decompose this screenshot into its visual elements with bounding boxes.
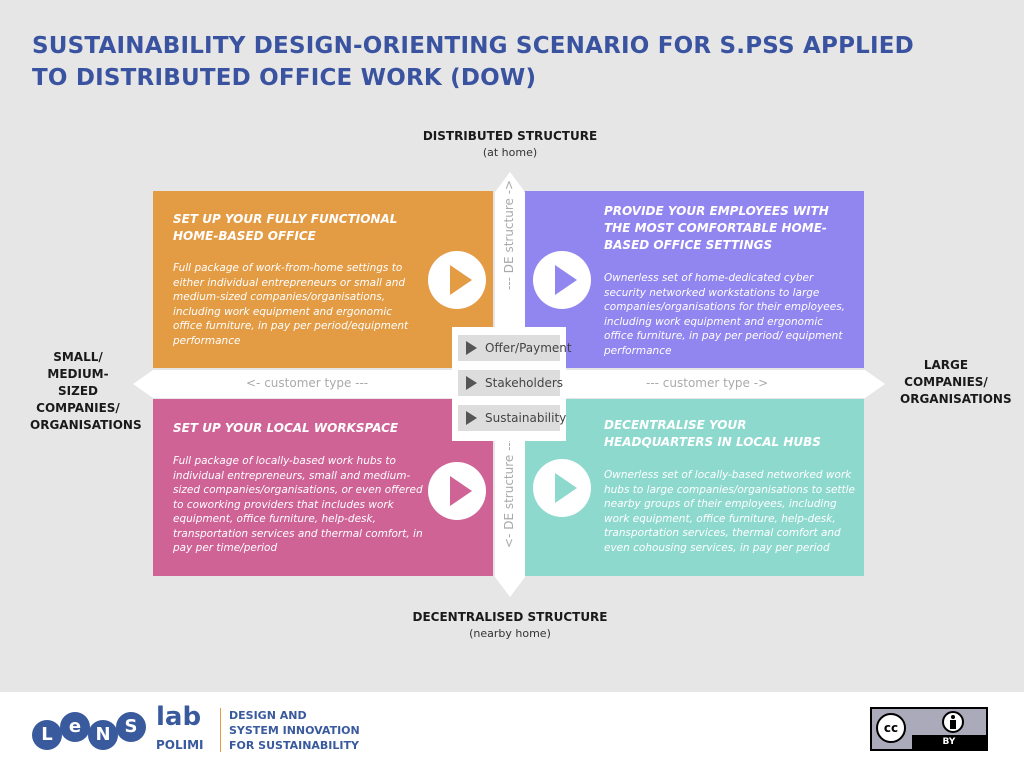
legend-label: Stakeholders	[485, 376, 564, 390]
tagline-line: SYSTEM INNOVATION	[229, 724, 360, 737]
legend-label: Offer/Payment	[485, 341, 572, 355]
axis-top-label: DISTRIBUTED STRUCTURE (at home)	[410, 128, 610, 161]
legend-item-sustainability: Sustainability	[458, 405, 566, 431]
logo-letter: S	[116, 712, 146, 742]
customer-type-left: <- customer type ---	[246, 376, 369, 390]
footer: L e N S lab POLIMI DESIGN AND SYSTEM INN…	[0, 692, 1024, 768]
lens-logo: L e N S lab POLIMI	[32, 702, 232, 758]
quadrant-title: SET UP YOUR FULLY FUNCTIONAL HOME-BASED …	[173, 212, 398, 243]
triangle-icon	[466, 376, 477, 390]
quadrant-title: DECENTRALISE YOUR HEADQUARTERS IN LOCAL …	[604, 418, 821, 449]
quadrant-top-left: SET UP YOUR FULLY FUNCTIONAL HOME-BASED …	[153, 191, 493, 368]
license-label: BY	[912, 735, 986, 749]
axis-left-label: SMALL/ MEDIUM-SIZED COMPANIES/ ORGANISAT…	[30, 349, 142, 434]
axis-bottom-main: DECENTRALISED STRUCTURE	[412, 610, 608, 624]
play-icon	[428, 462, 486, 520]
quadrant-bottom-right: DECENTRALISE YOUR HEADQUARTERS IN LOCAL …	[524, 399, 864, 576]
quadrant-bottom-left: SET UP YOUR LOCAL WORKSPACE Full package…	[153, 399, 493, 576]
logo-lab: lab	[156, 702, 202, 732]
logo-divider	[220, 708, 221, 752]
tagline-line: DESIGN AND	[229, 709, 307, 722]
play-icon	[428, 251, 486, 309]
de-structure-bottom: <- DE structure ---	[502, 437, 516, 548]
logo-letter: N	[88, 720, 118, 750]
quadrant-title: SET UP YOUR LOCAL WORKSPACE	[173, 421, 399, 435]
quadrant-description: Ownerless set of home-dedicated cyber se…	[604, 272, 846, 357]
axis-right-label: LARGE COMPANIES/ ORGANISATIONS	[900, 357, 1012, 408]
logo-polimi: POLIMI	[156, 738, 204, 752]
de-structure-top: --- DE structure ->	[502, 179, 516, 290]
logo-letter: e	[60, 712, 90, 742]
quadrant-description: Full package of work-from-home settings …	[173, 262, 409, 347]
axis-left-main: SMALL/ MEDIUM-SIZED COMPANIES/ ORGANISAT…	[30, 350, 142, 432]
axis-bottom-sub: (nearby home)	[469, 627, 551, 640]
legend-box: Offer/Payment Stakeholders Sustainabilit…	[452, 327, 572, 441]
play-icon	[533, 251, 591, 309]
legend-item-stakeholders: Stakeholders	[458, 370, 564, 396]
tagline-line: FOR SUSTAINABILITY	[229, 739, 359, 752]
quadrant-description: Full package of locally-based work hubs …	[173, 455, 423, 554]
cc-icon: cc	[876, 713, 906, 743]
tagline: DESIGN AND SYSTEM INNOVATION FOR SUSTAIN…	[229, 708, 360, 753]
axis-right-main: LARGE COMPANIES/ ORGANISATIONS	[900, 358, 1012, 406]
legend-label: Sustainability	[485, 411, 567, 425]
play-icon	[533, 459, 591, 517]
triangle-icon	[466, 411, 477, 425]
customer-type-right: --- customer type ->	[646, 376, 769, 390]
cc-license-badge: cc BY	[870, 707, 988, 751]
quadrant-title: PROVIDE YOUR EMPLOYEES WITH THE MOST COM…	[604, 204, 829, 252]
axis-top-sub: (at home)	[482, 146, 538, 159]
by-person-icon	[942, 711, 964, 733]
legend-item-offer-payment: Offer/Payment	[458, 335, 572, 361]
quadrant-description: Ownerless set of locally-based networked…	[604, 469, 856, 554]
page-title: SUSTAINABILITY DESIGN-ORIENTING SCENARIO…	[32, 33, 914, 91]
axis-bottom-label: DECENTRALISED STRUCTURE (nearby home)	[400, 609, 620, 642]
quadrant-top-right: PROVIDE YOUR EMPLOYEES WITH THE MOST COM…	[524, 191, 864, 368]
triangle-icon	[466, 341, 477, 355]
axis-top-main: DISTRIBUTED STRUCTURE	[422, 129, 598, 143]
logo-letter: L	[32, 720, 62, 750]
